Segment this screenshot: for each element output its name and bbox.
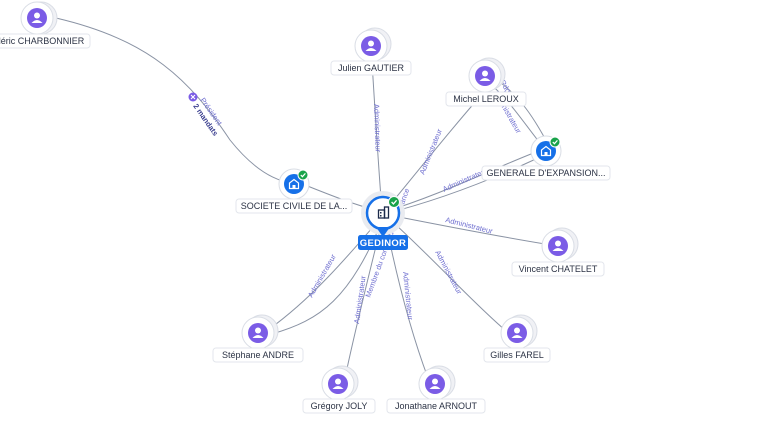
- node-label-chatelet: Vincent CHATELET: [511, 261, 605, 277]
- svg-text:GENERALE D'EXPANSION...: GENERALE D'EXPANSION...: [486, 168, 605, 178]
- company-icon: [377, 206, 390, 219]
- svg-text:déric CHARBONNIER: déric CHARBONNIER: [0, 36, 85, 46]
- edge-label-joly: Administrateur: [352, 275, 368, 325]
- verified-icon: [297, 169, 309, 181]
- mandat-badge: [188, 92, 198, 102]
- company-nodes: SOCIETE CIVILE DE LA... GENERALE D'EXPAN…: [235, 135, 611, 214]
- verified-icon: [549, 136, 561, 148]
- person-node-andre[interactable]: [241, 314, 279, 350]
- node-label-leroux: Michel LEROUX: [445, 91, 527, 107]
- person-node-arnout[interactable]: [418, 365, 456, 401]
- node-label-charbonnier: déric CHARBONNIER: [0, 33, 91, 49]
- person-nodes: déric CHARBONNIER Julien GAUTIER Michel …: [0, 1, 605, 414]
- company-node-generale-expansion[interactable]: [530, 135, 562, 167]
- node-label-societe-civile: SOCIETE CIVILE DE LA...: [235, 198, 353, 214]
- node-label-joly: Grégory JOLY: [302, 398, 376, 414]
- edge-chatelet: [383, 213, 546, 245]
- person-node-chatelet[interactable]: [541, 227, 579, 263]
- svg-text:Michel LEROUX: Michel LEROUX: [453, 94, 519, 104]
- verified-icon: [388, 196, 400, 208]
- person-node-farel[interactable]: [500, 314, 538, 350]
- node-label-farel: Gilles FAREL: [483, 347, 551, 363]
- center-label: GEDINOR: [358, 235, 408, 250]
- company-node-societe-civile[interactable]: [278, 168, 310, 200]
- node-label-generale-expansion: GENERALE D'EXPANSION...: [481, 165, 611, 181]
- edge-label-chatelet: Administrateur: [445, 215, 495, 236]
- svg-text:Vincent CHATELET: Vincent CHATELET: [519, 264, 598, 274]
- person-node-leroux[interactable]: [468, 57, 506, 93]
- person-node-joly[interactable]: [321, 365, 359, 401]
- edge-label-leroux: Administrateur: [418, 127, 445, 176]
- person-node-charbonnier[interactable]: [20, 1, 58, 35]
- edge-charbonnier: [55, 17, 293, 184]
- svg-text:Grégory JOLY: Grégory JOLY: [311, 401, 368, 411]
- edge-label-arnout: Administrateur: [401, 271, 415, 321]
- person-node-gautier[interactable]: [354, 27, 392, 63]
- svg-text:SOCIETE CIVILE DE LA...: SOCIETE CIVILE DE LA...: [241, 201, 348, 211]
- svg-text:Julien GAUTIER: Julien GAUTIER: [338, 63, 405, 73]
- svg-text:GEDINOR: GEDINOR: [360, 238, 406, 249]
- node-label-arnout: Jonathane ARNOUT: [386, 398, 486, 414]
- edge-label-gautier: Administrateur: [372, 104, 383, 153]
- svg-text:Stéphane ANDRE: Stéphane ANDRE: [222, 350, 294, 360]
- svg-text:Jonathane ARNOUT: Jonathane ARNOUT: [395, 401, 478, 411]
- node-label-andre: Stéphane ANDRE: [212, 347, 304, 363]
- edge-label-farel: Administrateur: [433, 249, 464, 296]
- edge-label-andre: Administrateur: [306, 252, 338, 299]
- node-label-gautier: Julien GAUTIER: [330, 60, 412, 76]
- center-node[interactable]: [361, 191, 405, 237]
- edge-farel: [383, 213, 506, 331]
- svg-text:Gilles FAREL: Gilles FAREL: [490, 350, 544, 360]
